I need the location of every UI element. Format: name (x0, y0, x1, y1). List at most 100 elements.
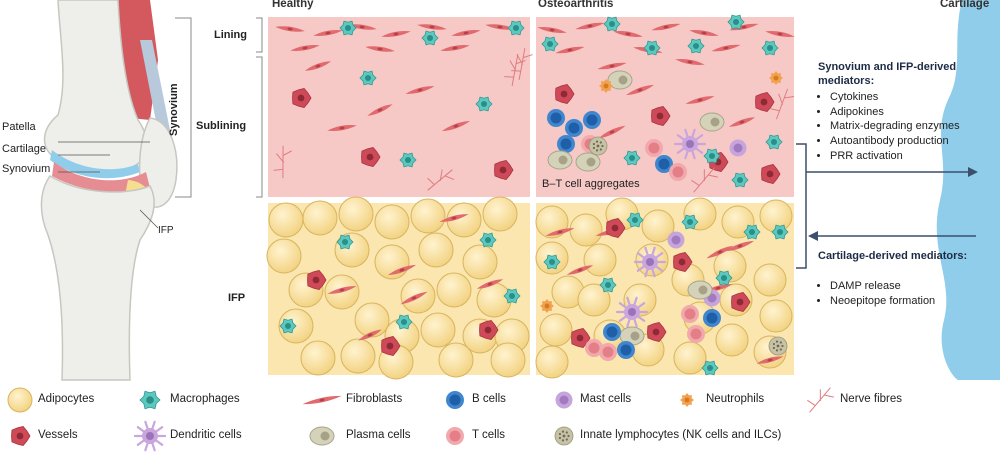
macrophage (623, 150, 641, 166)
lining-label: Lining (214, 29, 247, 41)
macrophage (503, 288, 521, 304)
macrophage-icon (139, 390, 161, 410)
macrophage (541, 36, 559, 52)
fibroblast (706, 245, 734, 259)
adipocyte (673, 341, 707, 375)
fibroblast (405, 86, 435, 94)
macrophage (701, 360, 719, 376)
adipocyte-icon (7, 387, 33, 413)
vessel (731, 292, 751, 312)
mediator-item: Neoepitope formation (830, 294, 935, 309)
adipocyte (418, 232, 454, 268)
macrophage (715, 270, 733, 286)
fibroblast (675, 59, 705, 65)
sublining-bracket (256, 56, 263, 198)
mast-cell (729, 139, 747, 157)
fibroblast (625, 84, 655, 96)
fibroblast (711, 44, 741, 52)
nerve-fibre (504, 54, 526, 86)
bt-aggregate-label: B–T cell aggregates (542, 178, 640, 190)
sublining-label: Sublining (196, 120, 247, 132)
fibroblast (545, 228, 575, 236)
fibroblast (765, 31, 795, 37)
knee-synovium-label: Synovium (2, 163, 51, 175)
macrophage (395, 314, 413, 330)
plasma-cell (699, 112, 725, 132)
healthy-synovium-panel (268, 17, 530, 197)
adipocyte (436, 272, 472, 308)
vessel (292, 88, 312, 108)
mediator-item: Adipokines (830, 105, 960, 120)
adipocyte (338, 196, 374, 232)
knee-joint-illustration (40, 0, 178, 381)
dendritic-cell-icon (133, 420, 167, 452)
fibroblast (651, 23, 681, 31)
macrophage (475, 96, 493, 112)
fibroblast (327, 125, 357, 131)
tibia-bone (40, 175, 155, 381)
vessel (494, 160, 514, 180)
fibroblast (685, 96, 715, 104)
fibroblast (441, 120, 471, 132)
mast-cell-icon (555, 391, 573, 409)
osteoarthritis-header: Osteoarthritis (538, 0, 614, 10)
b-cell (583, 111, 601, 129)
legend-label: Adipocytes (38, 393, 95, 405)
plasma-cell (547, 150, 573, 170)
nerve-fibre (511, 48, 533, 80)
b-cell (547, 109, 565, 127)
macrophage (743, 224, 761, 240)
adipocyte (490, 342, 526, 378)
legend-label: Dendritic cells (170, 429, 242, 441)
b-cell (703, 309, 721, 327)
fibroblast (417, 24, 447, 30)
b-cell (617, 341, 635, 359)
fibroblast (537, 27, 567, 33)
macrophage (761, 40, 779, 56)
macrophage (359, 70, 377, 86)
t-cell (687, 325, 705, 343)
synovium-layer (52, 162, 150, 192)
vessel (651, 106, 671, 126)
dendritic-cell (673, 128, 707, 160)
adipocyte (266, 238, 302, 274)
adipocyte (583, 243, 617, 277)
macrophage (599, 277, 617, 293)
b-cell (603, 323, 621, 341)
nerve-fibre (273, 145, 292, 179)
legend (7, 387, 834, 452)
patella-label: Patella (2, 121, 36, 133)
fibroblast (555, 46, 585, 54)
nerve-fibre-icon (807, 387, 834, 413)
b-cell (655, 155, 673, 173)
adipocyte (420, 312, 456, 348)
neutrophil (599, 79, 613, 93)
innate-lymphocyte (588, 136, 608, 156)
plasma-cell (607, 70, 633, 90)
legend-label: Nerve fibres (840, 393, 902, 405)
macrophage (643, 40, 661, 56)
vessel (555, 84, 575, 104)
synovium-bracket (175, 17, 192, 198)
vessel (571, 328, 591, 348)
macrophage (339, 20, 357, 36)
neutrophil (540, 299, 554, 313)
fibroblast (387, 264, 417, 276)
b-cell (565, 119, 583, 137)
cartilage-layer (50, 150, 140, 179)
macrophage (336, 234, 354, 250)
plasma-cell-icon (309, 426, 335, 446)
cartilage-mediators-title: Cartilage-derived mediators: (818, 250, 968, 262)
vessel-icon (11, 426, 31, 446)
fibroblast (598, 125, 626, 139)
b-cell-icon (446, 391, 464, 409)
macrophage (703, 148, 721, 164)
macrophage (399, 152, 417, 168)
adipocyte (268, 202, 304, 238)
b-cell (557, 135, 575, 153)
cartilage-mediators-list: DAMP releaseNeoepitope formation (818, 279, 935, 308)
macrophage (731, 172, 749, 188)
nerve-fibre (427, 169, 455, 191)
macrophage (765, 134, 783, 150)
legend-label: B cells (472, 393, 506, 405)
